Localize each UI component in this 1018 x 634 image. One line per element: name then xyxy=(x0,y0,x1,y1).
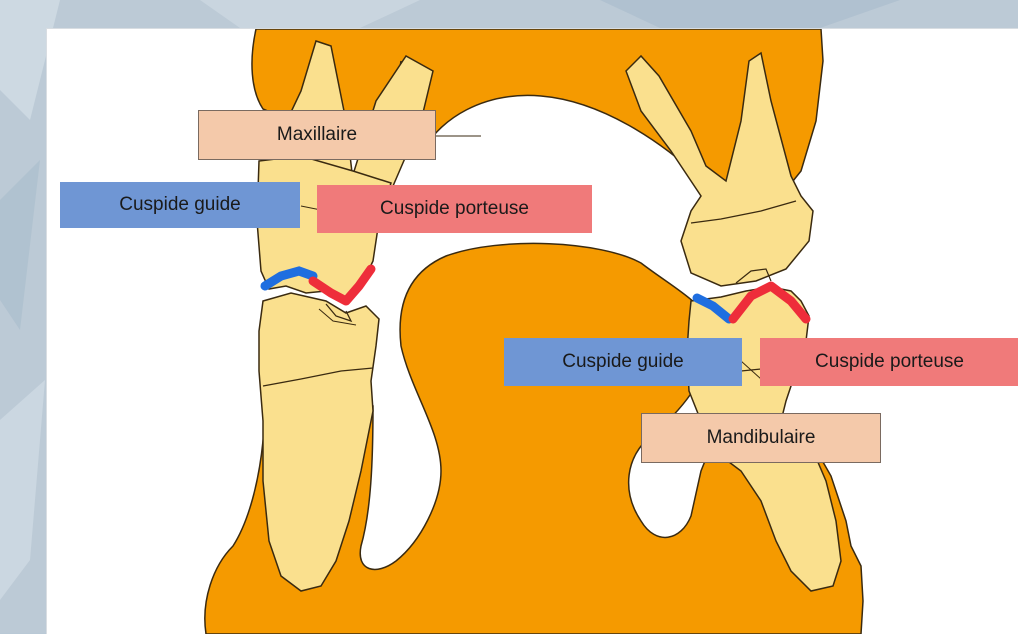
mandibulaire-label: Mandibulaire xyxy=(641,413,881,463)
left-bearing-cusp-text: Cuspide porteuse xyxy=(380,198,529,220)
maxillaire-text: Maxillaire xyxy=(277,124,357,146)
right-guide-cusp-label: Cuspide guide xyxy=(504,338,742,386)
left-guide-cusp-text: Cuspide guide xyxy=(119,194,240,216)
dental-occlusion-illustration xyxy=(47,29,1018,634)
left-guide-cusp-label: Cuspide guide xyxy=(60,182,300,228)
right-guide-cusp-text: Cuspide guide xyxy=(562,351,683,373)
mandibulaire-text: Mandibulaire xyxy=(707,427,816,449)
maxillaire-label: Maxillaire xyxy=(198,110,436,160)
right-bearing-cusp-label: Cuspide porteuse xyxy=(760,338,1018,386)
left-bearing-cusp-label: Cuspide porteuse xyxy=(317,185,592,233)
diagram-panel: Maxillaire Cuspide guide Cuspide porteus… xyxy=(46,28,1018,634)
right-bearing-cusp-text: Cuspide porteuse xyxy=(815,351,964,373)
